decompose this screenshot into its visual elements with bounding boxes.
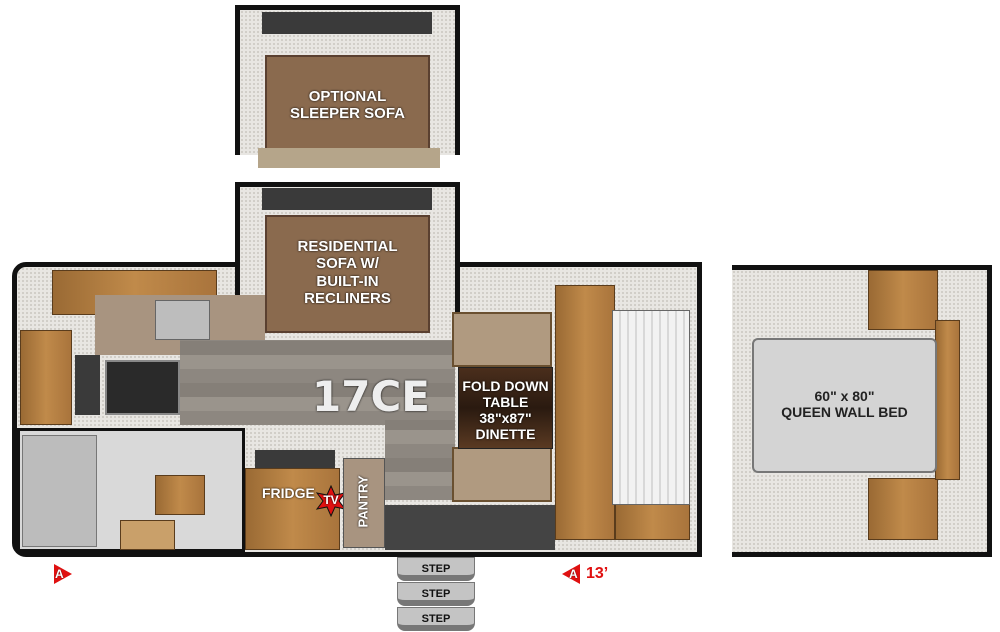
fridge[interactable] xyxy=(245,468,340,550)
model-name: 17CE xyxy=(312,372,430,421)
step-1: STEP xyxy=(397,557,475,581)
step-2: STEP xyxy=(397,582,475,606)
toilet xyxy=(120,520,175,550)
section-marker-a-left-icon: A xyxy=(52,563,74,585)
marker-a-left-label: A xyxy=(55,567,64,581)
wall-bed-folded[interactable] xyxy=(612,310,690,505)
optional-slide-window xyxy=(262,12,432,34)
pantry-label: PANTRY xyxy=(355,475,371,528)
wall-bed-cabinet xyxy=(555,285,615,540)
marker-a-right-label: A xyxy=(569,567,578,581)
dimension-label: 13’ xyxy=(586,565,609,582)
queen-wall-bed[interactable] xyxy=(752,338,937,473)
queen-wall-bed-label: 60" x 80" QUEEN WALL BED xyxy=(781,388,908,421)
tv-label: TV xyxy=(323,493,339,507)
optional-slide-carpet xyxy=(258,148,440,168)
entry-door xyxy=(385,505,555,550)
stove xyxy=(105,360,180,415)
inset-cabinets-top xyxy=(868,270,938,330)
slide-window xyxy=(262,188,432,210)
kitchen-side-cabinets xyxy=(20,330,72,425)
bath-vanity xyxy=(155,475,205,515)
dinette-seat-bottom xyxy=(452,447,552,502)
dinette-label: FOLD DOWN TABLE 38"x87" DINETTE xyxy=(462,378,549,443)
inset-cabinets-bottom xyxy=(868,478,938,540)
shower xyxy=(22,435,97,547)
pantry[interactable] xyxy=(343,458,385,548)
section-marker-a-right-icon: A xyxy=(560,563,582,585)
optional-sleeper-sofa[interactable] xyxy=(265,55,430,150)
step-3: STEP xyxy=(397,607,475,631)
rear-cabinets xyxy=(615,500,690,540)
residential-sofa[interactable] xyxy=(265,215,430,333)
dinette-seat-top xyxy=(452,312,552,367)
fold-down-table[interactable] xyxy=(458,367,553,449)
optional-sleeper-sofa-label: OPTIONAL SLEEPER SOFA xyxy=(289,88,406,123)
inset-side-cabinet xyxy=(935,320,960,480)
fridge-top xyxy=(255,450,335,470)
floor-lower xyxy=(385,420,455,500)
residential-sofa-label: RESIDENTIAL SOFA W/ BUILT-IN RECLINERS xyxy=(297,238,398,307)
floor xyxy=(180,340,455,425)
fridge-label: FRIDGE xyxy=(262,485,315,501)
kitchen-sink xyxy=(155,300,210,340)
microwave xyxy=(75,355,100,415)
